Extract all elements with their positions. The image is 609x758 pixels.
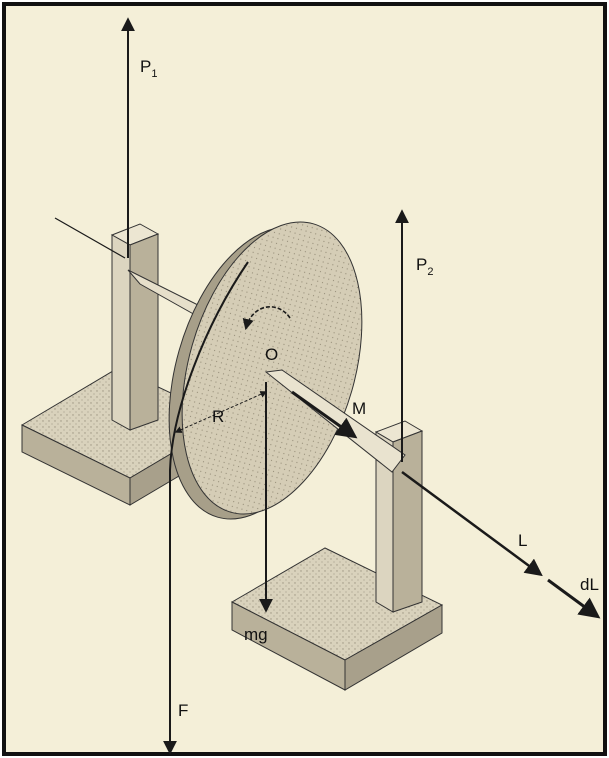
rotation-arrow-icon [242,306,291,331]
flywheel-disk [168,221,363,520]
p2-label: P2 [416,255,433,278]
o-label: O [265,345,278,364]
l-vector [401,470,543,577]
l-label: L [518,531,527,550]
r-label: R [212,407,224,426]
mg-label: mg [244,625,268,644]
p1-label: P1 [140,57,157,80]
dl-vector [547,578,601,619]
f-label: F [178,701,188,720]
m-vector [291,390,358,439]
dl-label: dL [580,575,599,594]
m-label: M [352,399,366,418]
axis-extension-line [54,217,126,259]
right-post [374,420,424,613]
f-rope [163,261,249,755]
radius-dimension [174,391,268,433]
right-base [230,547,444,691]
